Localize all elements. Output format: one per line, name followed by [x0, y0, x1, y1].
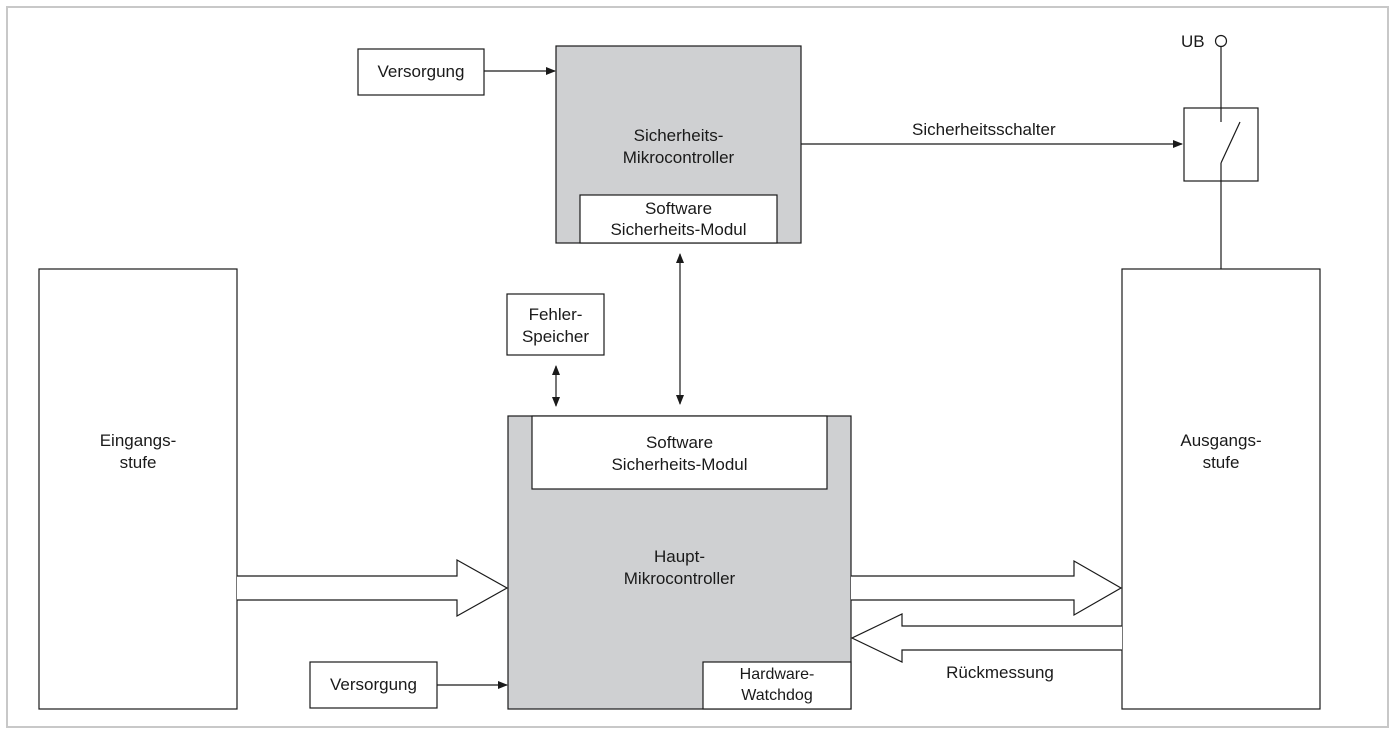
input-stage-label-2: stufe	[119, 453, 157, 472]
hw-watchdog-box	[702, 661, 852, 710]
error-memory-label-2: Speicher	[521, 327, 590, 346]
safety-switch-label: Sicherheitsschalter	[912, 120, 1056, 139]
supply-bottom-box	[309, 661, 438, 709]
error-memory-label-1: Fehler-	[528, 305, 583, 324]
input-stage-box	[38, 268, 238, 710]
safety-module-label-2: Sicherheits-Modul	[610, 220, 747, 239]
feedback-bus-arrow	[850, 613, 1122, 663]
output-stage-label-2: stufe	[1202, 453, 1240, 472]
safety-mcu-label-1: Sicherheits-	[633, 126, 724, 145]
feedback-label: Rückmessung	[946, 663, 1054, 682]
ub-terminal	[1214, 34, 1228, 48]
main-mcu-label-1: Haupt-	[653, 547, 706, 566]
output-stage-label-1: Ausgangs-	[1180, 431, 1262, 450]
safety-mcu-software-module	[579, 194, 778, 244]
input-bus-arrow	[237, 558, 509, 618]
safety-mcu-label-2: Mikrocontroller	[622, 148, 735, 167]
main-mcu-label-2: Mikrocontroller	[623, 569, 736, 588]
hw-watchdog-label-2: Watchdog	[741, 687, 813, 704]
supply-top-box	[357, 48, 485, 96]
ub-label: UB	[1181, 32, 1205, 51]
main-module-label-1: Software	[645, 433, 714, 452]
switch-contact	[1220, 121, 1241, 164]
supply-bottom-label: Versorgung	[330, 675, 417, 694]
main-module-label-2: Sicherheits-Modul	[611, 455, 748, 474]
error-memory-box	[506, 293, 605, 356]
supply-top-label: Versorgung	[377, 62, 465, 81]
main-mcu-software-module	[531, 415, 828, 490]
safety-module-label-1: Software	[644, 199, 713, 218]
output-bus-arrow	[851, 559, 1123, 617]
hw-watchdog-label-1: Hardware-	[739, 666, 815, 683]
output-stage-box	[1121, 268, 1321, 710]
input-stage-label-1: Eingangs-	[99, 431, 177, 450]
